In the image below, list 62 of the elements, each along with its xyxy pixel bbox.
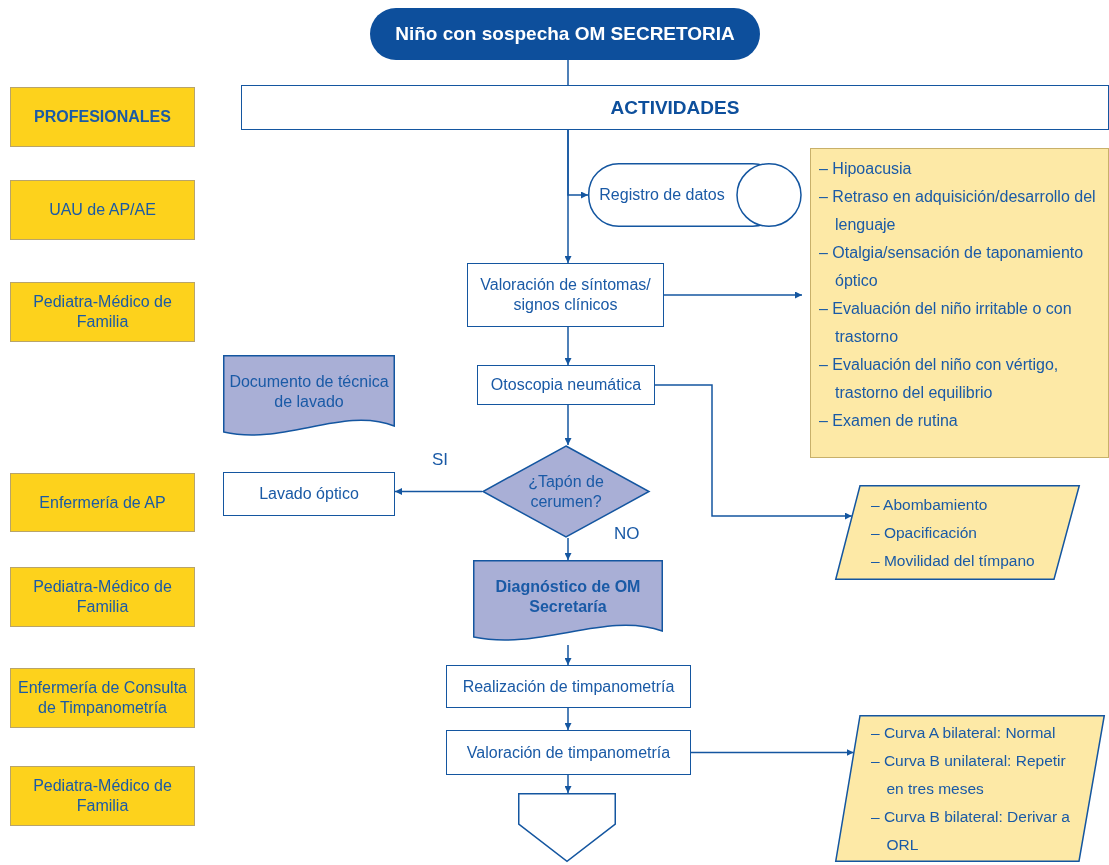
node-label: PROFESIONALES (34, 107, 171, 127)
node-label: Enfermería de Consulta de Timpanometría (17, 678, 188, 718)
list-item: – Curva B bilateral: Derivar a ORL (871, 806, 1071, 855)
list-item: – Movilidad del tímpano (871, 550, 1035, 571)
node-label: Registro de datos (599, 185, 725, 205)
node-label: Pediatra-Médico de Familia (32, 292, 173, 332)
list-item: – Evaluación del niño irritable o con trastorno (819, 299, 1073, 347)
list-item: – Otalgia/sensación de taponamiento óptico (819, 243, 1085, 291)
decision-diamond (482, 445, 650, 538)
arrow (564, 537, 572, 561)
role-box (10, 87, 195, 147)
node-label: Pediatra-Médico de Familia (32, 577, 173, 617)
arrow (564, 774, 572, 794)
list-item: – Evaluación del niño con vértigo, trastorno del equilibrio (819, 355, 1060, 403)
role-box (10, 567, 195, 627)
node-label: Documento de técnica de lavado (228, 371, 390, 412)
list-item: – Retraso en adquisición/desarrollo del lenguaje (819, 187, 1097, 235)
node-label: Otoscopia neumática (490, 375, 642, 395)
node-label: Valoración de timpanometría (466, 742, 671, 763)
role-box (10, 473, 195, 532)
start-terminal (370, 8, 760, 60)
node-label: Diagnóstico de OM Secretaría (494, 576, 642, 617)
arrow (564, 644, 572, 666)
stored-data-shape (588, 163, 802, 227)
node-label: Pediatra-Médico de Familia (32, 776, 173, 816)
header-band (241, 85, 1109, 130)
node-label: Niño con sospecha OM SECRETORIA (395, 22, 735, 46)
process-box (477, 365, 655, 405)
list-item: – Opacificación (871, 522, 978, 543)
list-item: – Examen de rutina (819, 411, 958, 431)
arrow (690, 749, 855, 756)
connector-line (567, 59, 569, 86)
arrow (663, 291, 803, 299)
list-item: – Curva B unilateral: Repetir en tres meses (871, 750, 1067, 799)
arrow (567, 129, 589, 199)
role-box (10, 282, 195, 342)
role-box (10, 766, 195, 826)
process-box (446, 730, 691, 775)
list-item: – Curva A bilateral: Normal (871, 722, 1056, 743)
node-label: Realización de timpanometría (462, 676, 675, 697)
node-label: ¿Tapón de cerumen? (527, 471, 605, 512)
arrow (654, 384, 853, 520)
data-shape (835, 715, 1105, 862)
process-box (446, 665, 691, 708)
node-label: ACTIVIDADES (610, 95, 740, 120)
note-box (810, 148, 1109, 458)
arrow (394, 488, 483, 495)
list-item: – Abombamiento (871, 494, 989, 515)
node-label: Lavado óptico (259, 484, 359, 504)
role-box (10, 180, 195, 240)
arrow (564, 707, 572, 731)
arrow (564, 326, 572, 366)
off-page-connector (518, 793, 616, 862)
process-box (467, 263, 664, 327)
list-item: – Hipoacusia (819, 159, 913, 179)
role-box (10, 668, 195, 728)
node-label: UAU de AP/AE (49, 200, 156, 220)
node-label: Valoración de síntomas/ signos clínicos (479, 275, 652, 315)
data-shape (835, 485, 1080, 580)
arrow (564, 404, 572, 446)
process-box (223, 472, 395, 516)
node-label: Enfermería de AP (39, 492, 166, 513)
